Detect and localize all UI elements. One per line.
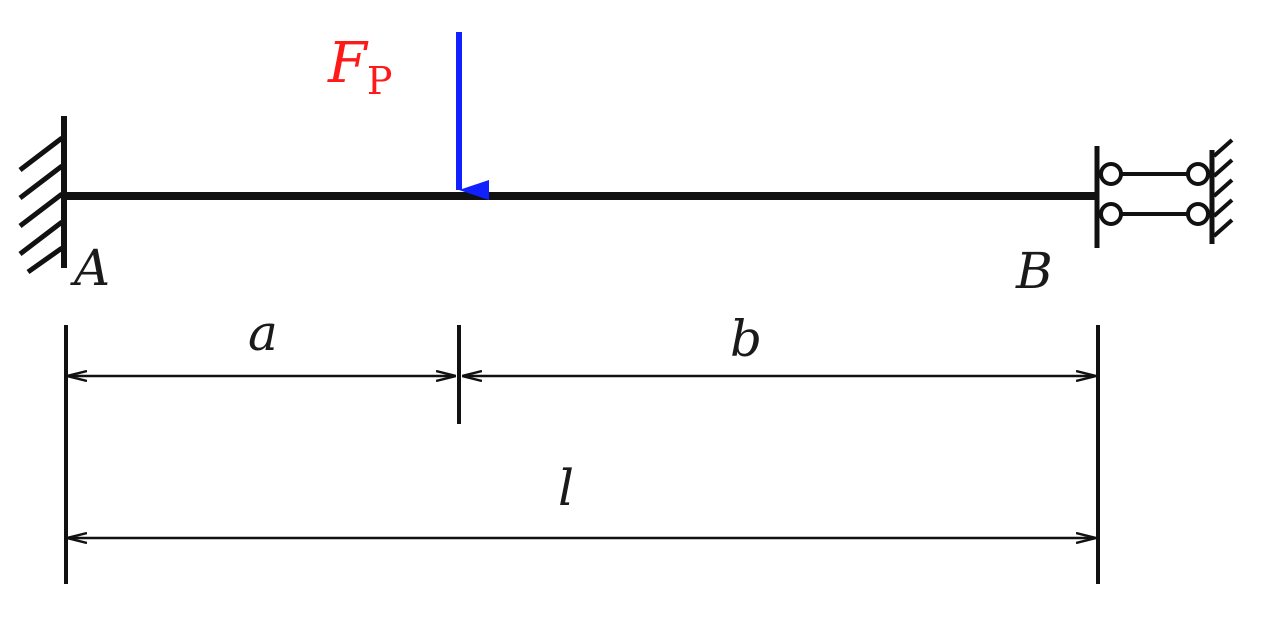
dimension-a-label: a <box>248 304 278 362</box>
double-link-roller-support-icon <box>1094 138 1234 248</box>
dimension-b-label: b <box>730 310 762 368</box>
fixed-support-icon <box>18 116 67 275</box>
load-label: FP <box>327 31 392 103</box>
dimension-l-label: l <box>558 459 574 517</box>
support-a-label: A <box>70 239 110 297</box>
support-b-label: B <box>1015 242 1053 300</box>
load-symbol: F <box>327 31 369 96</box>
load-subscript: P <box>367 59 393 103</box>
